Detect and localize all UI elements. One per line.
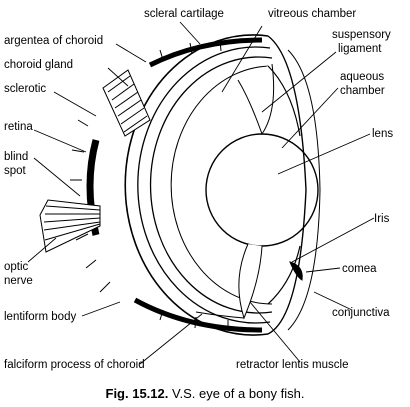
leader-lines [27,21,375,365]
label-choroid-gland: choroid gland [4,59,73,71]
label-blind-2: spot [4,165,27,177]
lens [205,133,319,247]
figure-caption: Fig. 15.12. V.S. eye of a bony fish. [106,386,305,401]
label-aqueous-1: aqueous [340,71,384,83]
label-argentea: argentea of choroid [4,35,103,47]
label-optic-2: nerve [4,275,33,287]
label-sclerotic: sclerotic [4,83,46,95]
choroid-layer [149,56,273,314]
label-iris: Iris [374,213,390,225]
iris-lower [267,245,301,305]
wall-ticks [70,39,229,331]
sclerotic-inner [137,46,271,324]
retina-layer [170,65,273,305]
label-lentiform: lentiform body [4,311,76,323]
label-conjunctiva: conjunctiva [332,307,390,319]
label-scleral-cartilage: scleral cartilage [144,8,224,20]
label-suspensory-1: suspensory [332,29,391,41]
label-cornea: comea [342,263,377,275]
choroid-gland [102,69,151,137]
falciform-process [195,311,245,319]
caption-text: V.S. eye of a bony fish. [168,386,304,401]
cartilage-band-bottom [133,297,263,333]
label-retractor: retractor lentis muscle [236,359,348,371]
suspensory-ligament [237,63,275,136]
iris-upper [267,65,301,137]
conjunctiva [287,49,321,331]
caption-prefix: Fig. 15.12. [106,386,169,401]
label-retina: retina [4,121,33,133]
retractor-muscle [238,243,263,320]
label-lens: lens [372,128,393,140]
iris-lower-fold [289,261,303,281]
label-falciform: falciform process of choroid [4,359,145,371]
cornea [267,35,307,335]
cartilage-band-top [148,37,263,68]
label-blind-1: blind [4,151,28,163]
label-suspensory-2: ligament [338,43,382,55]
eye-drawing [39,34,321,336]
label-vitreous-chamber: vitreous chamber [268,8,356,20]
label-aqueous-2: chamber [340,85,385,97]
label-optic-1: optic [4,261,29,273]
